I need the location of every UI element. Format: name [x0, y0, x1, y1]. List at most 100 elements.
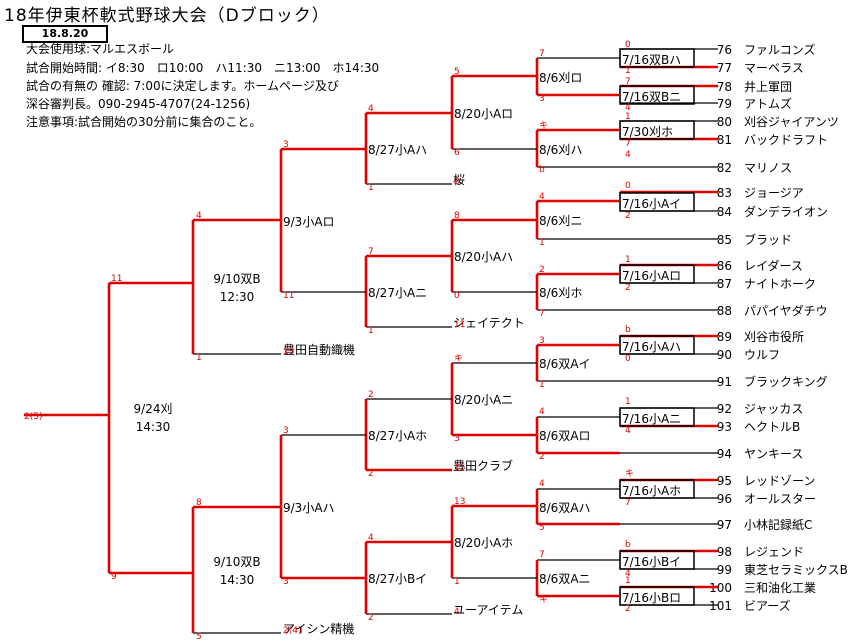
score-label: 1 [625, 576, 631, 586]
team-number: 76 [717, 43, 732, 57]
score-label: 1 [454, 577, 460, 587]
score-label: 7 [368, 247, 374, 257]
round1-match-10: 7/16小Bロ [622, 591, 681, 605]
round2-match-3: 8/6刈ニ [539, 214, 582, 228]
score-label: 1 [539, 380, 545, 390]
team-number: 96 [717, 492, 732, 506]
round2-match-6: 8/6双Aロ [539, 429, 591, 443]
team-name: 三和油化工業 [744, 581, 816, 595]
team-number: 100 [709, 581, 732, 595]
final-match-place: 9/24刈 [134, 402, 173, 416]
team-name: パパイヤダチウ [744, 303, 828, 318]
score-label: 15 [454, 463, 465, 473]
score-label: 3 [283, 426, 289, 436]
round1-match-3: 7/30刈ホ [622, 125, 673, 139]
team-name: 小林記録紙C [744, 517, 812, 532]
score-label: 11 [111, 274, 122, 284]
team-name: ブラックキング [744, 374, 828, 389]
score-label: 4 [625, 569, 631, 579]
team-name: ヤンキース [744, 447, 803, 461]
score-label: 1 [196, 353, 202, 363]
team-number: 86 [717, 259, 732, 273]
round5-match-1: 9/3小Aロ [283, 215, 335, 229]
team-name: ジャッカス [744, 402, 803, 416]
round4-match-1: 8/27小Aハ [368, 143, 427, 157]
score-label: 0 [625, 40, 631, 50]
round1-match-7: 7/16小Aニ [622, 412, 681, 426]
info-line-confirm: 試合の有無の 確認: 7:00に決定します。ホームページ及び [26, 79, 339, 93]
team-number: 89 [717, 330, 732, 344]
score-label: 8 [454, 211, 460, 221]
score-label: 7 [539, 309, 545, 319]
score-label: 5 [539, 523, 545, 533]
team-name: ダンデライオン [744, 204, 828, 219]
team-name: レイダース [744, 258, 803, 273]
round2-match-8: 8/6双Aニ [539, 572, 591, 586]
round1-match-8: 7/16小Aホ [622, 484, 681, 498]
score-label: 2 [539, 452, 545, 462]
score-label: 11 [454, 320, 465, 330]
team-name: マリノス [744, 161, 792, 175]
round3-match-3: 8/20小Aニ [454, 393, 513, 407]
round2-match-1: 8/6刈ロ [539, 71, 582, 85]
score-label: 5 [196, 632, 202, 642]
score-label: 13 [454, 497, 465, 507]
team-number: 87 [717, 277, 732, 291]
team-number: 90 [717, 348, 732, 362]
score-label: 2 [368, 390, 374, 400]
team-number: 84 [717, 205, 732, 219]
score-label: 1 [368, 183, 374, 193]
team-number: 78 [717, 80, 732, 94]
score-label: 0 [454, 291, 460, 301]
score-label: 1 [625, 112, 631, 122]
round4-match-2: 8/27小Aニ [368, 286, 427, 300]
score-label: キ [539, 595, 548, 605]
seeded-team-name: ジェイテクト [453, 316, 525, 330]
score-label: 3 [539, 336, 545, 346]
info-line-contact: 深谷審判長。090-2945-4707(24-1256) [26, 97, 251, 111]
team-number: 82 [717, 161, 732, 175]
team-number: 94 [717, 447, 732, 461]
seeded-team-name: 桜 [453, 173, 465, 187]
score-label: 7 [539, 550, 545, 560]
score-label: 4 [539, 479, 545, 489]
round4-match-4: 8/27小Bイ [368, 572, 427, 586]
semi-match-1-place: 9/10双B [213, 272, 260, 286]
score-label: 4 [625, 150, 631, 160]
score-label: 4 [196, 211, 202, 221]
score-label: b [625, 325, 631, 335]
team-name: バックドラフト [744, 133, 828, 147]
team-number: 92 [717, 402, 732, 416]
round2-match-7: 8/6双Aハ [539, 501, 591, 515]
score-label: 1 [625, 66, 631, 76]
round3-match-2: 8/20小Aハ [454, 250, 513, 264]
score-label: 2 [625, 283, 631, 293]
score-label: 0 [625, 354, 631, 364]
team-name: ナイトホーク [744, 277, 816, 291]
seeded-team-name: アイシン精機 [283, 621, 354, 636]
team-number: 88 [717, 304, 732, 318]
score-label: 2 [368, 613, 374, 623]
score-label: 1 [539, 238, 545, 248]
team-name: ブラッド [744, 232, 792, 247]
score-label: 7 [539, 49, 545, 59]
team-name: 井上軍団 [744, 80, 792, 94]
score-label: 4 [625, 426, 631, 436]
round1-match-2: 7/16双Bニ [622, 90, 681, 104]
score-label: 6 [454, 148, 460, 158]
score-label: b [625, 540, 631, 550]
score-label: 0 [625, 181, 631, 191]
team-number: 101 [709, 599, 732, 613]
score-label: 1 [625, 397, 631, 407]
score-label: 2 [368, 469, 374, 479]
seeded-team-name: 豊田クラブ [453, 458, 513, 473]
round3-match-1: 8/20小Aロ [454, 107, 513, 121]
score-label: 3 [454, 434, 460, 444]
info-line-ball: 大会使用球:マルエスボール [26, 42, 175, 56]
score-label: 7 [625, 498, 631, 508]
round1-match-4: 7/16小Aイ [622, 197, 681, 211]
score-label: 7 [625, 139, 631, 149]
team-number: 83 [717, 186, 732, 200]
team-number: 95 [717, 474, 732, 488]
